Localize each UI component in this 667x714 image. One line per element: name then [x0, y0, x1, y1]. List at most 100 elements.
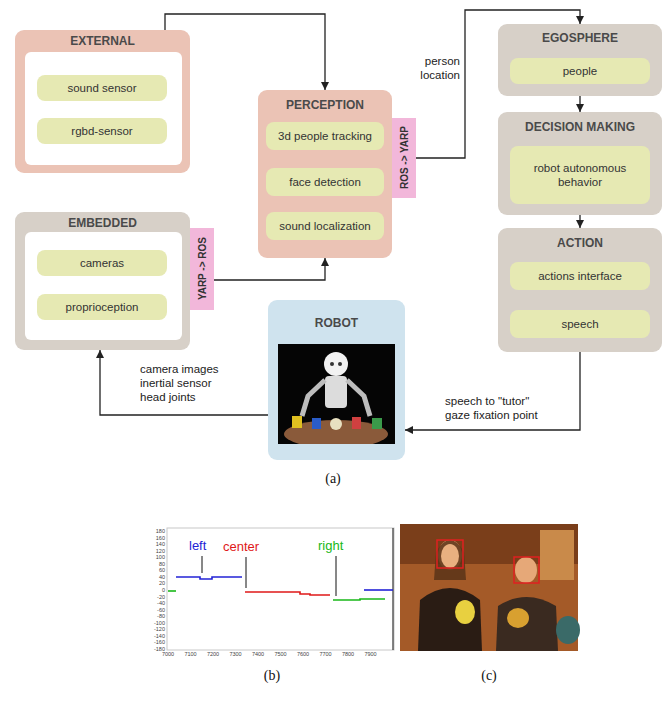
toy [556, 616, 580, 644]
robot-head [324, 352, 348, 376]
face-box [514, 557, 539, 583]
label-tick [246, 557, 247, 588]
axis-tick: 120 [145, 548, 165, 554]
axis-tick: -120 [145, 626, 165, 632]
axis-tick: 7800 [338, 651, 358, 657]
chart-frame [167, 528, 394, 650]
item-label: actions interface [538, 269, 622, 283]
axis-tick: -100 [145, 620, 165, 626]
robot-box: ROBOT [268, 300, 405, 460]
item-label: face detection [289, 175, 361, 189]
inner-panel [25, 232, 182, 340]
axis-tick: 40 [145, 574, 165, 580]
module-box: EGOSPHERE people [498, 24, 662, 96]
module-box: PERCEPTION 3d people tracking face detecti… [258, 90, 392, 258]
photo-background [400, 524, 578, 651]
person-face [515, 557, 537, 583]
edge-label: camera images inertial sensor head joint… [140, 362, 240, 404]
item-label: cameras [80, 256, 124, 270]
axis-tick: 7400 [248, 651, 268, 657]
axis-tick: 100 [145, 554, 165, 560]
module-item: people [510, 58, 650, 84]
toy [372, 418, 382, 429]
source-group: EXTERNAL sound sensor rgbd-sensor [15, 30, 190, 173]
bridge-band: ROS -> YARP [392, 118, 416, 198]
module-item: 3d people tracking [266, 122, 384, 150]
trace-right [168, 590, 176, 592]
item-label: people [563, 64, 598, 78]
connector-arrow [579, 96, 580, 112]
axis-tick: -80 [145, 613, 165, 619]
toy [352, 417, 361, 429]
person-face [441, 544, 459, 568]
toy [507, 608, 529, 628]
toy [330, 418, 342, 430]
sensor-item: sound sensor [37, 75, 167, 101]
item-label: rgbd-sensor [71, 124, 132, 138]
box-heading: EMBEDDED [15, 216, 190, 230]
connector-arrow [405, 352, 580, 430]
sensor-item: cameras [37, 250, 167, 276]
trace-right [333, 599, 385, 600]
module-item: face detection [266, 168, 384, 196]
axis-tick: 7700 [316, 651, 336, 657]
connector-arrow [579, 215, 580, 228]
box-heading: EXTERNAL [15, 34, 190, 48]
axis-tick: -20 [145, 594, 165, 600]
trace-left [176, 577, 242, 579]
axis-tick: 60 [145, 567, 165, 573]
module-item: sound localization [266, 212, 384, 240]
item-label: sound localization [279, 219, 370, 233]
face-box [437, 540, 463, 568]
axis-tick: -40 [145, 600, 165, 606]
trace-center [245, 592, 330, 595]
robot-eye [330, 362, 334, 366]
axis-tick: 160 [145, 535, 165, 541]
photo-window [540, 530, 574, 580]
series-label: right [318, 539, 354, 554]
item-label: 3d people tracking [278, 129, 372, 143]
face-detection-photo [400, 524, 580, 651]
toy [312, 418, 321, 429]
item-label: proprioception [66, 300, 139, 314]
series-label: left [189, 539, 219, 554]
robot-arm [347, 380, 370, 416]
box-heading: DECISION MAKING [498, 120, 662, 134]
box-heading: ROBOT [268, 316, 405, 330]
axis-tick: 20 [145, 580, 165, 586]
label-tick [202, 556, 203, 573]
axis-tick: 0 [145, 587, 165, 593]
robot-torso [325, 376, 347, 408]
panel-caption: (a) [313, 471, 353, 487]
axis-tick: 7000 [158, 651, 178, 657]
item-label: robot autonomous behavior [515, 161, 645, 189]
module-box: ACTION actions interface speech [498, 228, 662, 352]
module-box: DECISION MAKING robot autonomous behavior [498, 112, 662, 215]
panel-caption: (c) [469, 668, 509, 684]
axis-tick: -60 [145, 607, 165, 613]
axis-tick: 7300 [226, 651, 246, 657]
module-item: speech [510, 310, 650, 338]
source-group: EMBEDDED cameras proprioception [15, 212, 190, 350]
item-label: sound sensor [67, 81, 136, 95]
robot-eye [338, 362, 342, 366]
box-heading: ACTION [498, 236, 662, 250]
axis-tick: 80 [145, 561, 165, 567]
person-body [418, 588, 482, 651]
angle-chart [167, 528, 394, 650]
box-heading: PERCEPTION [258, 98, 392, 112]
toy [292, 416, 302, 428]
axis-tick: 7500 [271, 651, 291, 657]
axis-tick: 140 [145, 541, 165, 547]
module-item: actions interface [510, 262, 650, 290]
connector-arrow [214, 258, 325, 280]
bridge-label: YARP -> ROS [197, 237, 208, 300]
connector-arrow [100, 350, 268, 415]
axis-tick: -140 [145, 633, 165, 639]
axis-tick: 7100 [181, 651, 201, 657]
axis-tick: 7200 [203, 651, 223, 657]
box-heading: EGOSPHERE [498, 31, 662, 45]
edge-label: person location [406, 54, 460, 82]
item-label: speech [561, 317, 598, 331]
